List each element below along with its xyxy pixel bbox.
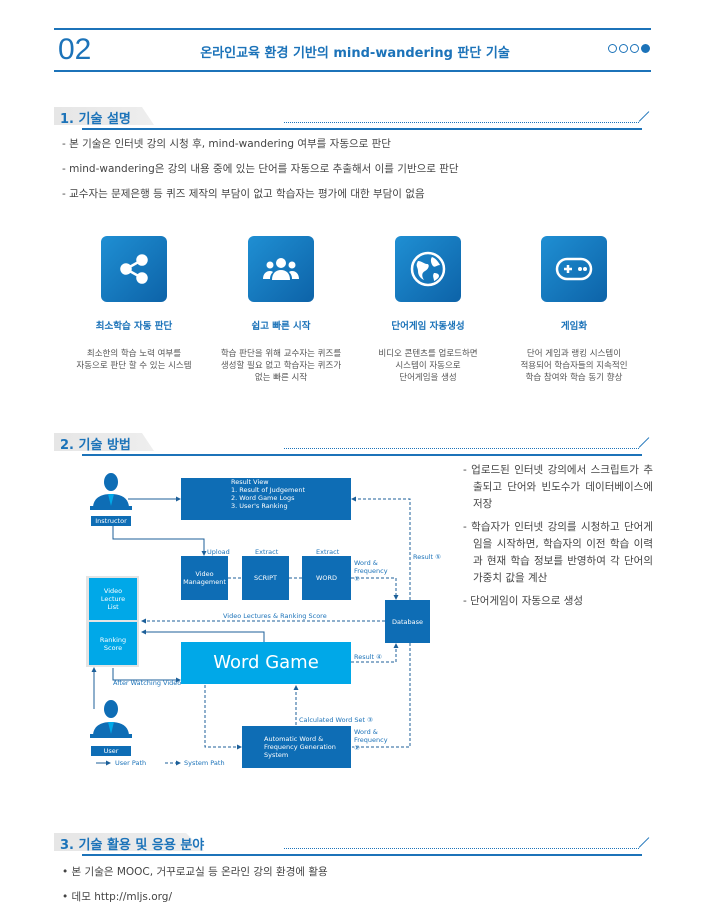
page-dot-active	[641, 44, 650, 53]
feature-title: 최소학습 자동 판단	[95, 321, 173, 332]
bullet: - 단어게임이 자동으로 생성	[463, 595, 584, 607]
chapter-number: 02	[58, 33, 92, 66]
section-header-3: 3. 기술 활용 및 응용 분야	[54, 833, 651, 857]
upload-label: Upload	[207, 548, 230, 556]
feature-card: 단어게임 자동생성 비디오 콘텐츠를 업로드하면 시스템이 자동으로 단어게임을…	[358, 236, 498, 384]
extract-label: Extract	[316, 548, 340, 556]
word-game-box: Word Game	[181, 642, 351, 684]
result-view-title: Result View	[231, 478, 269, 486]
feature-title: 단어게임 자동생성	[391, 321, 465, 332]
extract-label: Extract	[255, 548, 279, 556]
feature-desc: 최소한의 학습 노력 여부를 자동으로 판단 할 수 있는 시스템	[76, 349, 192, 371]
section-header-2: 2. 기술 방법	[54, 433, 651, 457]
calculated-word-set-label: Calculated Word Set ③	[299, 716, 373, 724]
feature-title: 게임화	[560, 321, 588, 332]
result-view-box: Result View 1. Result of Judgement 2. Wo…	[181, 478, 351, 520]
bullet: - 교수자는 문제은행 등 퀴즈 제작의 부담이 없고 학습자는 평가에 대한 …	[62, 188, 425, 200]
globe-icon	[395, 236, 461, 302]
video-management-box: Video Management	[181, 556, 228, 600]
gamepad-icon	[541, 236, 607, 302]
feature-card: 게임화 단어 게임과 랭킹 시스템이 적용되어 학습자들의 지속적인 학습 참여…	[504, 236, 644, 384]
page-title: 온라인교육 환경 기반의 mind-wandering 판단 기술	[200, 46, 510, 61]
bullet: - 본 기술은 인터넷 강의 시청 후, mind-wandering 여부를 …	[62, 138, 391, 150]
instructor-label: Instructor	[91, 516, 131, 526]
bullet: - 업로드된 인터넷 강의에서 스크립트가 추출되고 단어와 빈도수가 데이터베…	[463, 464, 653, 510]
result-5-label: Result ⑤	[413, 553, 441, 561]
page-dot	[630, 44, 639, 53]
bullet: • 본 기술은 MOOC, 거꾸로교실 등 온라인 강의 환경에 활용	[62, 866, 328, 878]
users-icon	[248, 236, 314, 302]
section-title: 2. 기술 방법	[60, 438, 131, 453]
feature-desc: 비디오 콘텐츠를 업로드하면 시스템이 자동으로 단어게임을 생성	[378, 349, 478, 383]
header-bottom-rule	[54, 70, 651, 72]
instructor-figure: Instructor	[88, 470, 134, 526]
page-dot	[608, 44, 617, 53]
script-box: SCRIPT	[242, 556, 289, 600]
bullet-demo-link[interactable]: • 데모 http://mljs.org/	[62, 891, 172, 903]
word-frequency-2-label: Word & Frequency ②	[354, 728, 388, 752]
database-box: Database	[385, 600, 430, 643]
video-lecture-list-box: Video Lecture List	[89, 578, 137, 620]
method-description: - 업로드된 인터넷 강의에서 스크립트가 추출되고 단어와 빈도수가 데이터베…	[463, 462, 653, 616]
feature-title: 쉽고 빠른 시작	[251, 321, 311, 332]
page-dot	[619, 44, 628, 53]
legend-user-path: User Path	[115, 759, 147, 767]
page-indicator	[608, 44, 650, 53]
bullet: - mind-wandering은 강의 내용 중에 있는 단어를 자동으로 추…	[62, 163, 459, 175]
word-box: WORD	[302, 556, 351, 600]
result-4-label: Result ④	[354, 653, 382, 661]
user-label: User	[91, 746, 131, 756]
feature-card: 최소학습 자동 판단 최소한의 학습 노력 여부를 자동으로 판단 할 수 있는…	[64, 236, 204, 372]
after-watching-label: After Watching Video	[113, 679, 182, 687]
feature-desc: 단어 게임과 랭킹 시스템이 적용되어 학습자들의 지속적인 학습 참여와 학습…	[520, 349, 628, 383]
section-title: 1. 기술 설명	[60, 112, 131, 127]
auto-word-system-box: Automatic Word & Frequency Generation Sy…	[242, 726, 351, 768]
ranking-score-box: Ranking Score	[89, 622, 137, 665]
video-lectures-ranking-label: Video Lectures & Ranking Score	[223, 612, 327, 620]
feature-desc: 학습 판단을 위해 교수자는 퀴즈를 생성할 필요 없고 학습자는 퀴즈가 없는…	[220, 349, 342, 383]
share-icon	[101, 236, 167, 302]
bullet: - 학습자가 인터넷 강의를 시청하고 단어게임을 시작하면, 학습자의 이전 …	[463, 521, 653, 584]
section-title: 3. 기술 활용 및 응용 분야	[60, 838, 205, 853]
user-figure: User	[88, 696, 134, 756]
result-view-item: 2. Word Game Logs	[231, 494, 295, 502]
feature-card: 쉽고 빠른 시작 학습 판단을 위해 교수자는 퀴즈를 생성할 필요 없고 학습…	[211, 236, 351, 384]
header-top-rule	[54, 28, 651, 30]
result-view-item: 1. Result of Judgement	[231, 486, 306, 494]
word-frequency-1-label: Word & Frequency ①	[354, 559, 388, 583]
result-view-item: 3. User's Ranking	[231, 502, 288, 510]
legend-system-path: System Path	[184, 759, 225, 767]
section-header-1: 1. 기술 설명	[54, 107, 651, 131]
